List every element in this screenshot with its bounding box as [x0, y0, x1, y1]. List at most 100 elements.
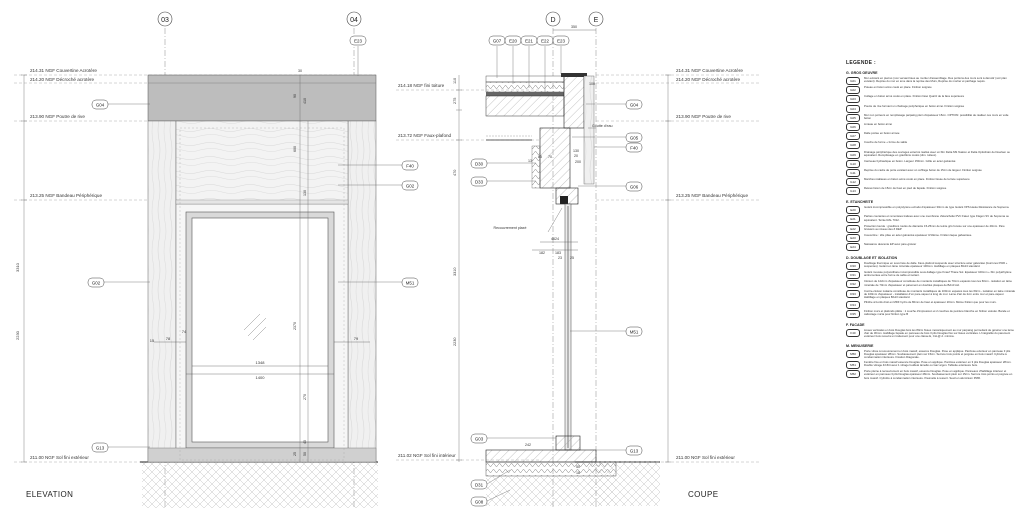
legend-item-tag: E20 [846, 206, 860, 215]
dim-sect-100: 100 [589, 82, 595, 86]
dim-sect-183: 183 [555, 251, 561, 255]
legend-item-tag: E23 [846, 233, 860, 242]
level-label-bandeau: 213.25 NGF Bandeau Périphérique [30, 193, 102, 198]
legend-item-tag: G13 [846, 187, 860, 196]
dim-elev-2370: 2370 [293, 322, 297, 330]
legend-section-title: D. DOUBLAGE ET ISOLATION [846, 256, 898, 260]
dim-elev-1400: 1400 [256, 375, 266, 380]
dim-sect-13: 13 [528, 159, 532, 163]
section-side-leaders [486, 103, 626, 502]
level-label-sol-int: 211.02 NGF Sol fini intérieur [398, 453, 456, 458]
tag-sect-d31: D31 [475, 483, 484, 488]
legend-item-tag: E22 [846, 224, 860, 233]
elevation-dimension-chain [21, 74, 27, 463]
legend-item-text: Fenêtre fixe en bois massif essence Doug… [864, 359, 1012, 368]
level-right-couvertine: 214.31 NGF Couvertine Acrotère [676, 68, 743, 73]
legend-item-text: Porte pleine à recouvrement en bois mass… [864, 368, 1013, 380]
section-top-leaders [496, 46, 562, 92]
dim-elev-78: 78 [166, 336, 171, 341]
dim-sect-182: 182 [539, 251, 545, 255]
legend-item-tag: D34 [846, 300, 860, 309]
legend-item-text: Porte vitrée à recouvrement en bois mass… [864, 348, 1011, 360]
section-horizontal-dims [532, 29, 596, 251]
dim-elev-410: 410 [303, 98, 307, 104]
legend-item-tag: F40 [846, 328, 860, 337]
sheet-title-elevation: ELEVATION [26, 490, 73, 499]
tag-sect-g06: G06 [630, 185, 639, 190]
legend-item-text: Isolant incompressible en polystyrène ex… [864, 205, 1010, 210]
legend-item-tag: G05 [846, 113, 860, 122]
tag-elev-g13: G13 [96, 446, 105, 451]
legend-item-tag: E24 [846, 243, 860, 251]
dim-sect-18: 18 [576, 471, 580, 475]
elevation-horizontal-dims [154, 341, 370, 375]
elevation-tags [87, 35, 419, 453]
dim-elev-30: 30 [298, 69, 302, 73]
level-label-sol-ext: 211.00 NGF Sol fini extérieur [30, 455, 89, 460]
legend-item-text: Mur non porteurs en remplissage parpaing… [864, 112, 1009, 121]
legend-item-tag: M51 [846, 360, 860, 369]
tag-sect-e21: E21 [525, 39, 533, 44]
legend-item: E23 Couvertine : tôle pliée en acier galv… [846, 232, 1016, 242]
level-label-fini-toiture: 214.18 NGF fini toiture [398, 83, 445, 88]
section-drawing [485, 73, 660, 506]
dim-sect-275: 275 [453, 98, 457, 104]
legend-item-text: Cloison de 122mm d'épaisseur constituée … [864, 279, 1012, 287]
dim-sect-200: 200 [575, 160, 581, 164]
legend-item-text: Poutre de rive formant un chaînage périp… [864, 103, 965, 108]
tag-sect-e20: E20 [509, 39, 517, 44]
legend-item: M51 Fenêtre fixe en bois massif essence D… [846, 359, 1016, 369]
legend-item-tag: G07 [846, 132, 860, 141]
level-label-faux-plafond: 213.72 NGF Faux-plafond [398, 133, 452, 138]
legend-title: LEGENDE : [846, 60, 876, 66]
dim-sect-4624: 4624 [551, 237, 559, 241]
tag-sect-g08: G08 [475, 500, 484, 505]
legend-item-tag: G01 [846, 77, 860, 85]
dim-sect-23: 23 [558, 256, 562, 260]
section-right-dimension-chain [665, 74, 671, 463]
tag-elev-g04: G04 [96, 103, 105, 108]
note-recouvrement: Recouvrement plaxé [494, 226, 527, 230]
tag-sect-m51: M51 [630, 330, 639, 335]
legend-item-tag: D30 [846, 262, 860, 270]
legend-item-tag: G10 [846, 159, 860, 168]
legend-item-text: Couvertine : tôle pliée en acier galvani… [864, 232, 973, 237]
legend-item-tag: D35 [846, 309, 860, 318]
dim-elev-3310: 3310 [15, 262, 20, 272]
dim-elev-50: 50 [303, 452, 307, 456]
legend-item-text: Couche de forme + forme de sable [864, 140, 908, 145]
tag-elev-e23: E23 [354, 39, 362, 44]
tag-sect-d30: D30 [475, 162, 484, 167]
level-right-decroche: 214.20 NGF Décroché acrotère [676, 77, 741, 82]
dim-sect-470: 470 [453, 170, 457, 176]
legend-section-title: E. ETANCHEITE [846, 200, 874, 205]
tag-sect-f40: F40 [630, 146, 638, 151]
level-right-sol-ext: 211.00 NGF Sol fini extérieur [676, 455, 735, 460]
dim-sect-350: 350 [571, 25, 577, 29]
grid-label-03: 03 [161, 17, 169, 24]
legend-item-text: Lisses verticales en bois Douglas bois l… [864, 327, 1014, 339]
note-goutte-eau: Goutte d'eau [592, 124, 612, 128]
dim-elev-600: 600 [293, 146, 297, 152]
legend-item-tag: G09 [846, 150, 860, 159]
sheet-title-coupe: COUPE [688, 490, 718, 499]
dim-sect-3310: 3310 [453, 268, 457, 276]
dim-sect-85: 85 [538, 155, 542, 159]
grid-label-04: 04 [350, 17, 358, 24]
legend-item-tag: M50 [846, 349, 860, 358]
tag-sect-g03: G03 [475, 437, 484, 442]
